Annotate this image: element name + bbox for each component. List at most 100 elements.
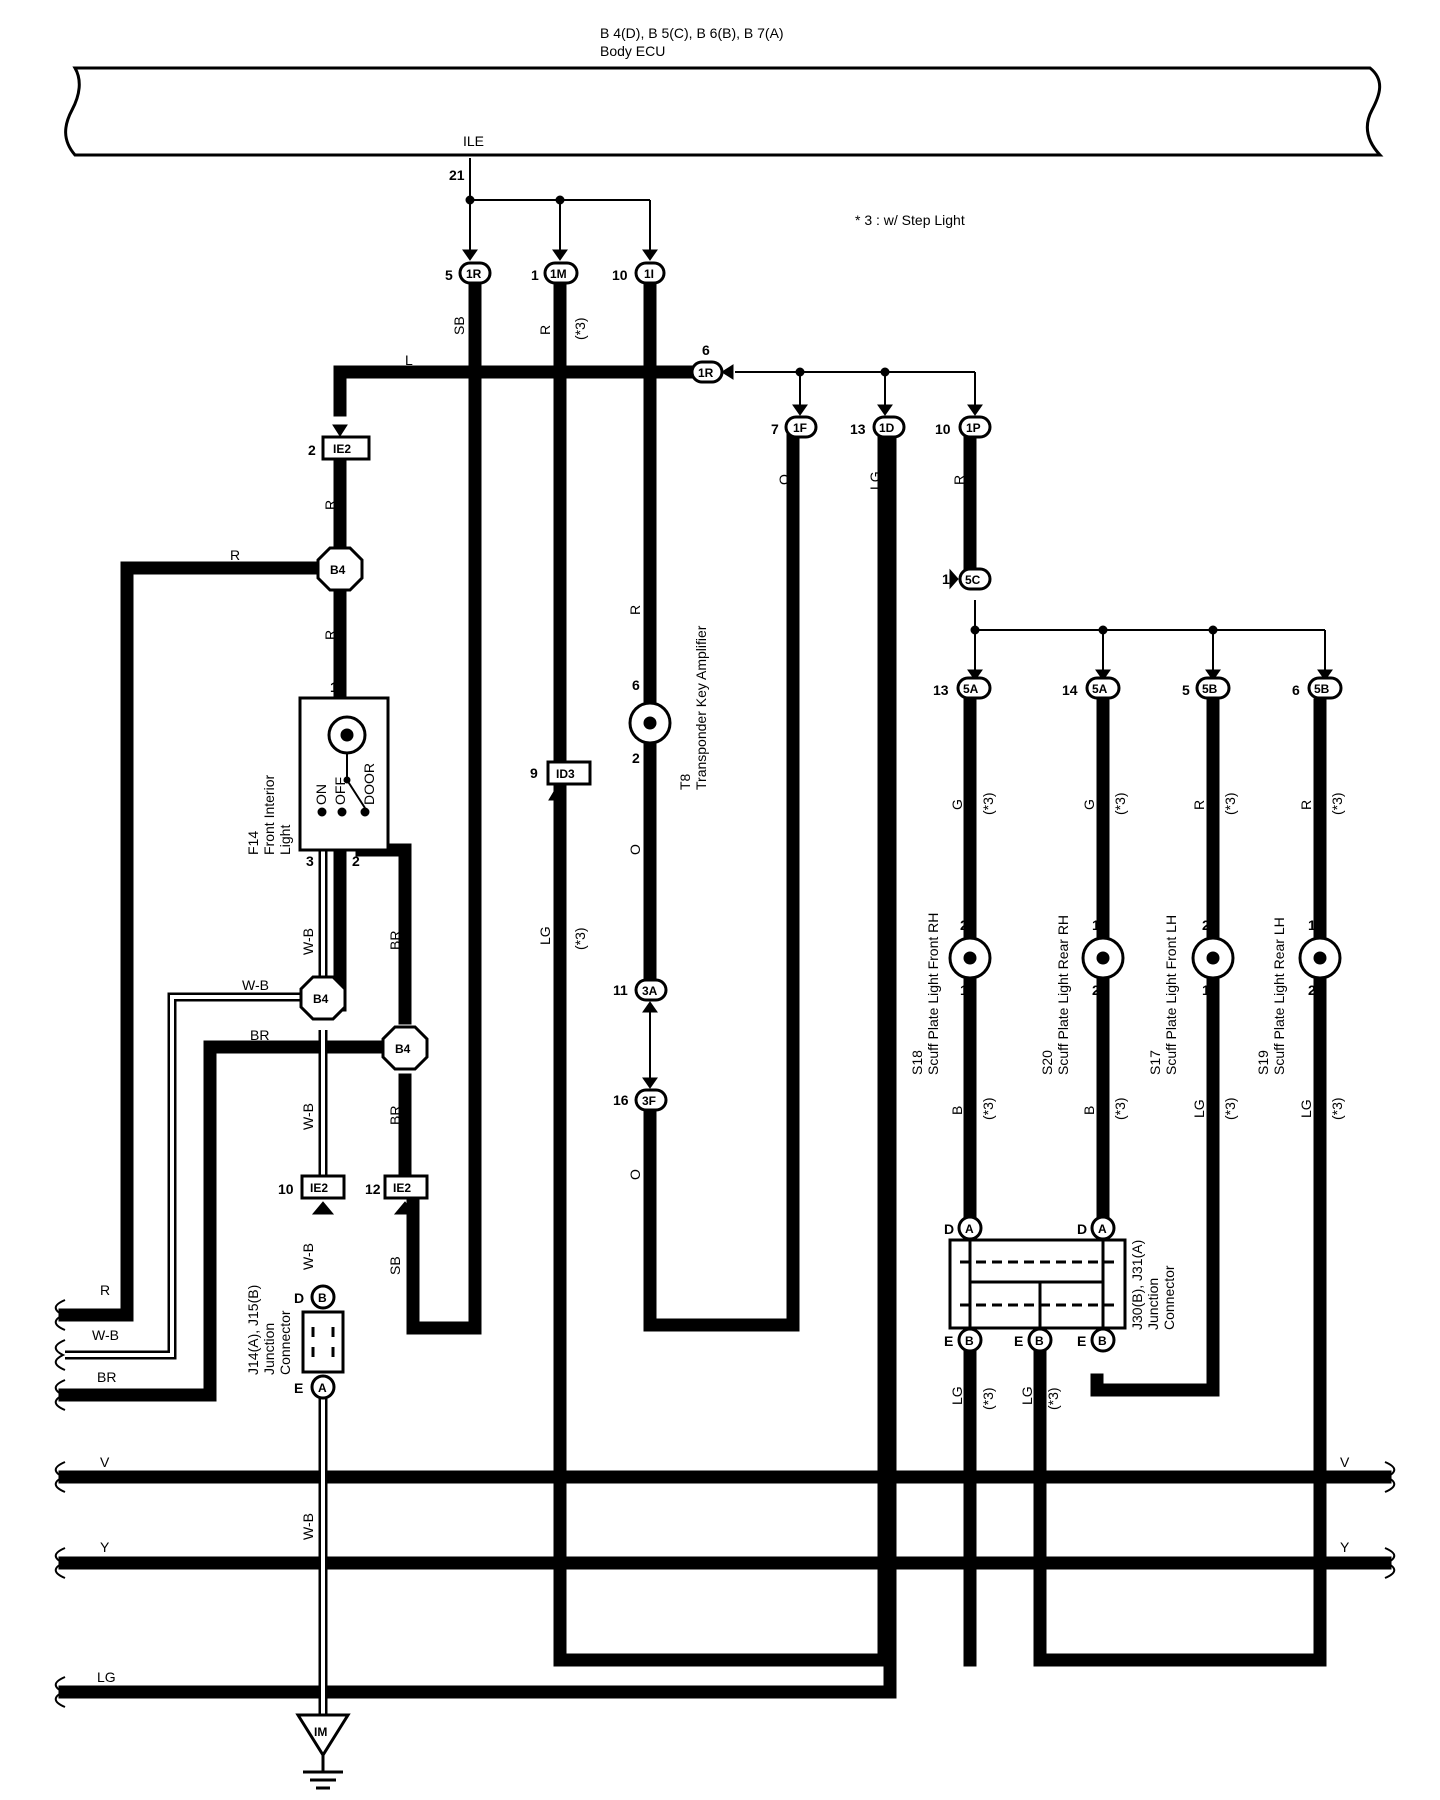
- wire-label-star3: (*3): [1112, 792, 1128, 815]
- wire-label-lg: LG: [97, 1669, 116, 1685]
- connector-label: 1F: [793, 421, 807, 435]
- connector-pin: 13: [933, 682, 949, 698]
- s20-pin-bot: 2: [1092, 982, 1100, 998]
- connector-5a-14: 5A 14: [1062, 676, 1121, 700]
- t8-code: T8: [677, 773, 693, 790]
- connector-label: 5C: [965, 573, 981, 587]
- junction-connector-j30: [948, 1215, 1127, 1353]
- wire-label-star3: (*3): [1045, 1387, 1061, 1410]
- s19-pin-top: 1: [1308, 917, 1316, 933]
- j30-code: J30(B), J31(A): [1129, 1240, 1145, 1330]
- ecu-name: Body ECU: [600, 43, 665, 59]
- s20-code: S20: [1039, 1050, 1055, 1075]
- junction-label: B4: [395, 1042, 411, 1056]
- connector-pin: 10: [612, 267, 628, 283]
- wire-label-star3: (*3): [572, 317, 588, 340]
- ground-label: IM: [314, 1725, 327, 1739]
- right-branch-wires: [721, 364, 1333, 681]
- j30-pin-e-3: E: [1077, 1333, 1086, 1349]
- connector-pin: 2: [308, 442, 316, 458]
- connector-label: IE2: [333, 442, 351, 456]
- f14-code: F14: [245, 831, 261, 855]
- wire-label-r: R: [1298, 800, 1314, 810]
- connector-pin: 5: [1182, 682, 1190, 698]
- t8-name: Transponder Key Amplifier: [693, 625, 709, 790]
- connector-1r-5: 1R 5: [445, 261, 492, 285]
- wire-label-wb: W-B: [300, 1243, 316, 1270]
- wire-label-br: BR: [387, 931, 403, 950]
- connector-5c-1: 5C 1: [942, 567, 992, 591]
- wire-label-lg: LG: [537, 926, 553, 945]
- wire-label-star3: (*3): [980, 1097, 996, 1120]
- junction-b4-top: B4: [316, 546, 364, 592]
- connector-label: IE2: [310, 1181, 328, 1195]
- connector-1d-13: 1D 13: [850, 415, 906, 439]
- connector-label: 5A: [963, 682, 979, 696]
- ground-symbol: [295, 1713, 351, 1790]
- wire-label-wb: W-B: [300, 1103, 316, 1130]
- connector-label: 1M: [550, 267, 567, 281]
- wire-label-star3: (*3): [1222, 792, 1238, 815]
- wire-label-br: BR: [387, 1106, 403, 1125]
- j30-pin-e-2: E: [1014, 1333, 1023, 1349]
- junction-b4-br: B4: [381, 1025, 429, 1071]
- wire-label-star3: (*3): [1329, 1097, 1345, 1120]
- junction-connector-j14: [301, 1284, 345, 1400]
- wire-labels: SB R (*3) L R R R O LG R R O O LG (*3) G…: [92, 316, 1350, 1685]
- j30-conn-b-1: B: [965, 1334, 974, 1348]
- connector-5b-6: 5B 6: [1292, 676, 1343, 700]
- wire-label-wb: W-B: [300, 1513, 316, 1540]
- connector-pin: 10: [935, 421, 951, 437]
- ecu-terminal-pin: 21: [449, 167, 465, 183]
- connector-1r-6: 1R 6: [690, 342, 724, 384]
- connector-5a-13: 5A 13: [933, 676, 992, 700]
- j14-conn-a: A: [318, 1381, 327, 1395]
- wire-label-star3: (*3): [980, 792, 996, 815]
- t8-pin2: 2: [632, 750, 640, 766]
- wire-label-v: V: [1340, 1454, 1350, 1470]
- f14-name2: Light: [277, 825, 293, 855]
- connector-label: 5B: [1314, 682, 1330, 696]
- wire-label-r: R: [537, 325, 553, 335]
- wire-label-lg: LG: [1191, 1099, 1207, 1118]
- connector-label: 1R: [698, 366, 714, 380]
- front-interior-light: [298, 696, 390, 852]
- connector-ie2-10: IE2 10: [278, 1174, 346, 1215]
- junction-label: B4: [330, 563, 346, 577]
- s20-name: Scuff Plate Light Rear RH: [1055, 915, 1071, 1075]
- connector-label: ID3: [556, 767, 575, 781]
- connector-pin: 16: [613, 1092, 629, 1108]
- wire-label-v: V: [100, 1454, 110, 1470]
- s19-pin-bot: 2: [1308, 982, 1316, 998]
- wire-label-b: B: [949, 1106, 965, 1115]
- junction-label: B4: [313, 992, 329, 1006]
- wire-label-sb: SB: [451, 316, 467, 335]
- connector-id3-9: ID3 9: [530, 760, 592, 801]
- transponder-key-amplifier: [628, 701, 672, 745]
- j30-conn-b-2: B: [1035, 1334, 1044, 1348]
- wire-label-br: BR: [97, 1369, 116, 1385]
- s18-pin-bot: 1: [960, 982, 968, 998]
- j14-name2: Connector: [277, 1310, 293, 1375]
- s18-name: Scuff Plate Light Front RH: [925, 913, 941, 1075]
- f14-pin3: 3: [306, 853, 314, 869]
- s18-pin-top: 2: [960, 917, 968, 933]
- wire-label-r: R: [951, 475, 967, 485]
- wire-label-r: R: [322, 630, 338, 640]
- connector-label: 1P: [966, 421, 981, 435]
- j14-name1: Junction: [261, 1323, 277, 1375]
- f14-pin1: 1: [330, 679, 338, 695]
- connector-3a-11: 3A 11: [613, 978, 668, 1002]
- wire-label-sb: SB: [387, 1256, 403, 1275]
- wb-wires: [65, 850, 328, 1715]
- wire-label-lg: LG: [1019, 1386, 1035, 1405]
- connector-pin: 10: [278, 1181, 294, 1197]
- ecu-branch-wires: [462, 158, 658, 261]
- j14-pin-d: D: [294, 1290, 304, 1306]
- f14-pin2: 2: [352, 853, 360, 869]
- wire-label-y: Y: [1340, 1539, 1350, 1555]
- wire-label-o: O: [776, 474, 792, 485]
- wire-label-b: B: [1081, 1106, 1097, 1115]
- j14-conn-b: B: [318, 1291, 327, 1305]
- wire-label-lg: LG: [867, 471, 883, 490]
